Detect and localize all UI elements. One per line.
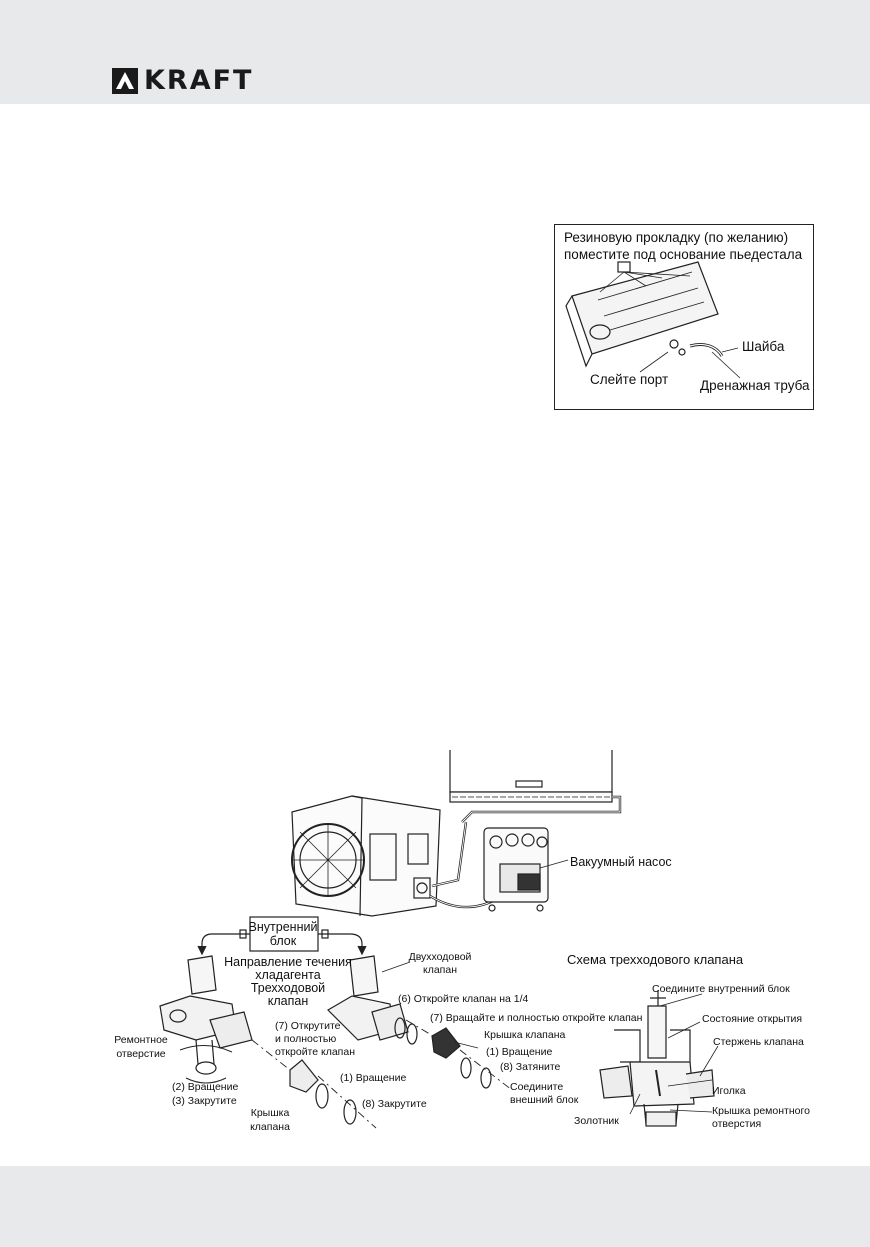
- header-band: [0, 0, 870, 104]
- step7-left-line3: откройте клапан: [275, 1046, 356, 1058]
- brand-name: KRAFT: [144, 65, 254, 96]
- service-cap-line2: отверстия: [712, 1118, 762, 1130]
- screw-left-label: (3) Закрутите: [172, 1095, 237, 1107]
- valve-cap-left-line1: Крышка: [250, 1107, 290, 1119]
- flow-line1: Направление течения: [224, 955, 352, 969]
- connect-outdoor-line1: Соедините: [510, 1081, 564, 1093]
- flow-line2: хладагента: [255, 968, 321, 982]
- rotate-left-label: (2) Вращение: [172, 1081, 239, 1093]
- two-way-line2: клапан: [422, 964, 457, 976]
- step6-label: (6) Откройте клапан на 1/4: [398, 993, 529, 1005]
- service-port-line1: Ремонтное: [114, 1034, 168, 1046]
- valve-stem-label: Стержень клапана: [713, 1036, 804, 1048]
- flow-line3: Трехходовой: [250, 981, 326, 995]
- drain-pipe-label: Дренажная труба: [700, 378, 810, 393]
- kraft-logo-icon: [112, 68, 138, 94]
- service-port-line2: отверстие: [116, 1048, 166, 1060]
- tighten-right-label: (8) Затяните: [500, 1061, 561, 1073]
- drain-figure-box: [554, 224, 814, 410]
- step7-left-line1: (7) Открутите: [275, 1020, 341, 1032]
- vacuum-pump-label: Вакуумный насос: [570, 855, 672, 869]
- rotate-right-label: (1) Вращение: [486, 1046, 553, 1058]
- indoor-unit-line2: блок: [269, 934, 297, 948]
- valve-cap-right-label: Крышка клапана: [484, 1029, 566, 1041]
- brand-logo: KRAFT: [112, 65, 254, 96]
- schema-title: Схема трехходового клапана: [567, 952, 744, 967]
- service-cap-line1: Крышка ремонтного: [712, 1105, 810, 1117]
- drain-caption-line1: Резиновую прокладку (по желанию): [564, 230, 789, 245]
- washer-label: Шайба: [742, 339, 785, 354]
- spool-label: Золотник: [574, 1115, 619, 1127]
- two-way-line1: Двухходовой: [408, 951, 472, 963]
- connect-outdoor-line2: внешний блок: [510, 1094, 579, 1106]
- drain-caption-line2: поместите под основание пьедестала: [564, 247, 803, 262]
- needle-label: Иголка: [712, 1085, 746, 1097]
- rotate-mid-label: (1) Вращение: [340, 1072, 407, 1084]
- valve-cap-left-line2: клапана: [250, 1121, 290, 1133]
- connect-indoor-label: Соедините внутренний блок: [652, 983, 790, 995]
- screw-mid-label: (8) Закрутите: [362, 1098, 427, 1110]
- flow-line4: клапан: [267, 994, 309, 1008]
- footer-band: [0, 1166, 870, 1247]
- step7-left-line2: и полностью: [275, 1033, 337, 1045]
- indoor-unit-line1: Внутренний: [248, 920, 318, 934]
- drain-port-label: Слейте порт: [590, 372, 669, 387]
- step7-full-label: (7) Вращайте и полностью откройте клапан: [430, 1012, 643, 1024]
- open-state-label: Состояние открытия: [702, 1013, 803, 1025]
